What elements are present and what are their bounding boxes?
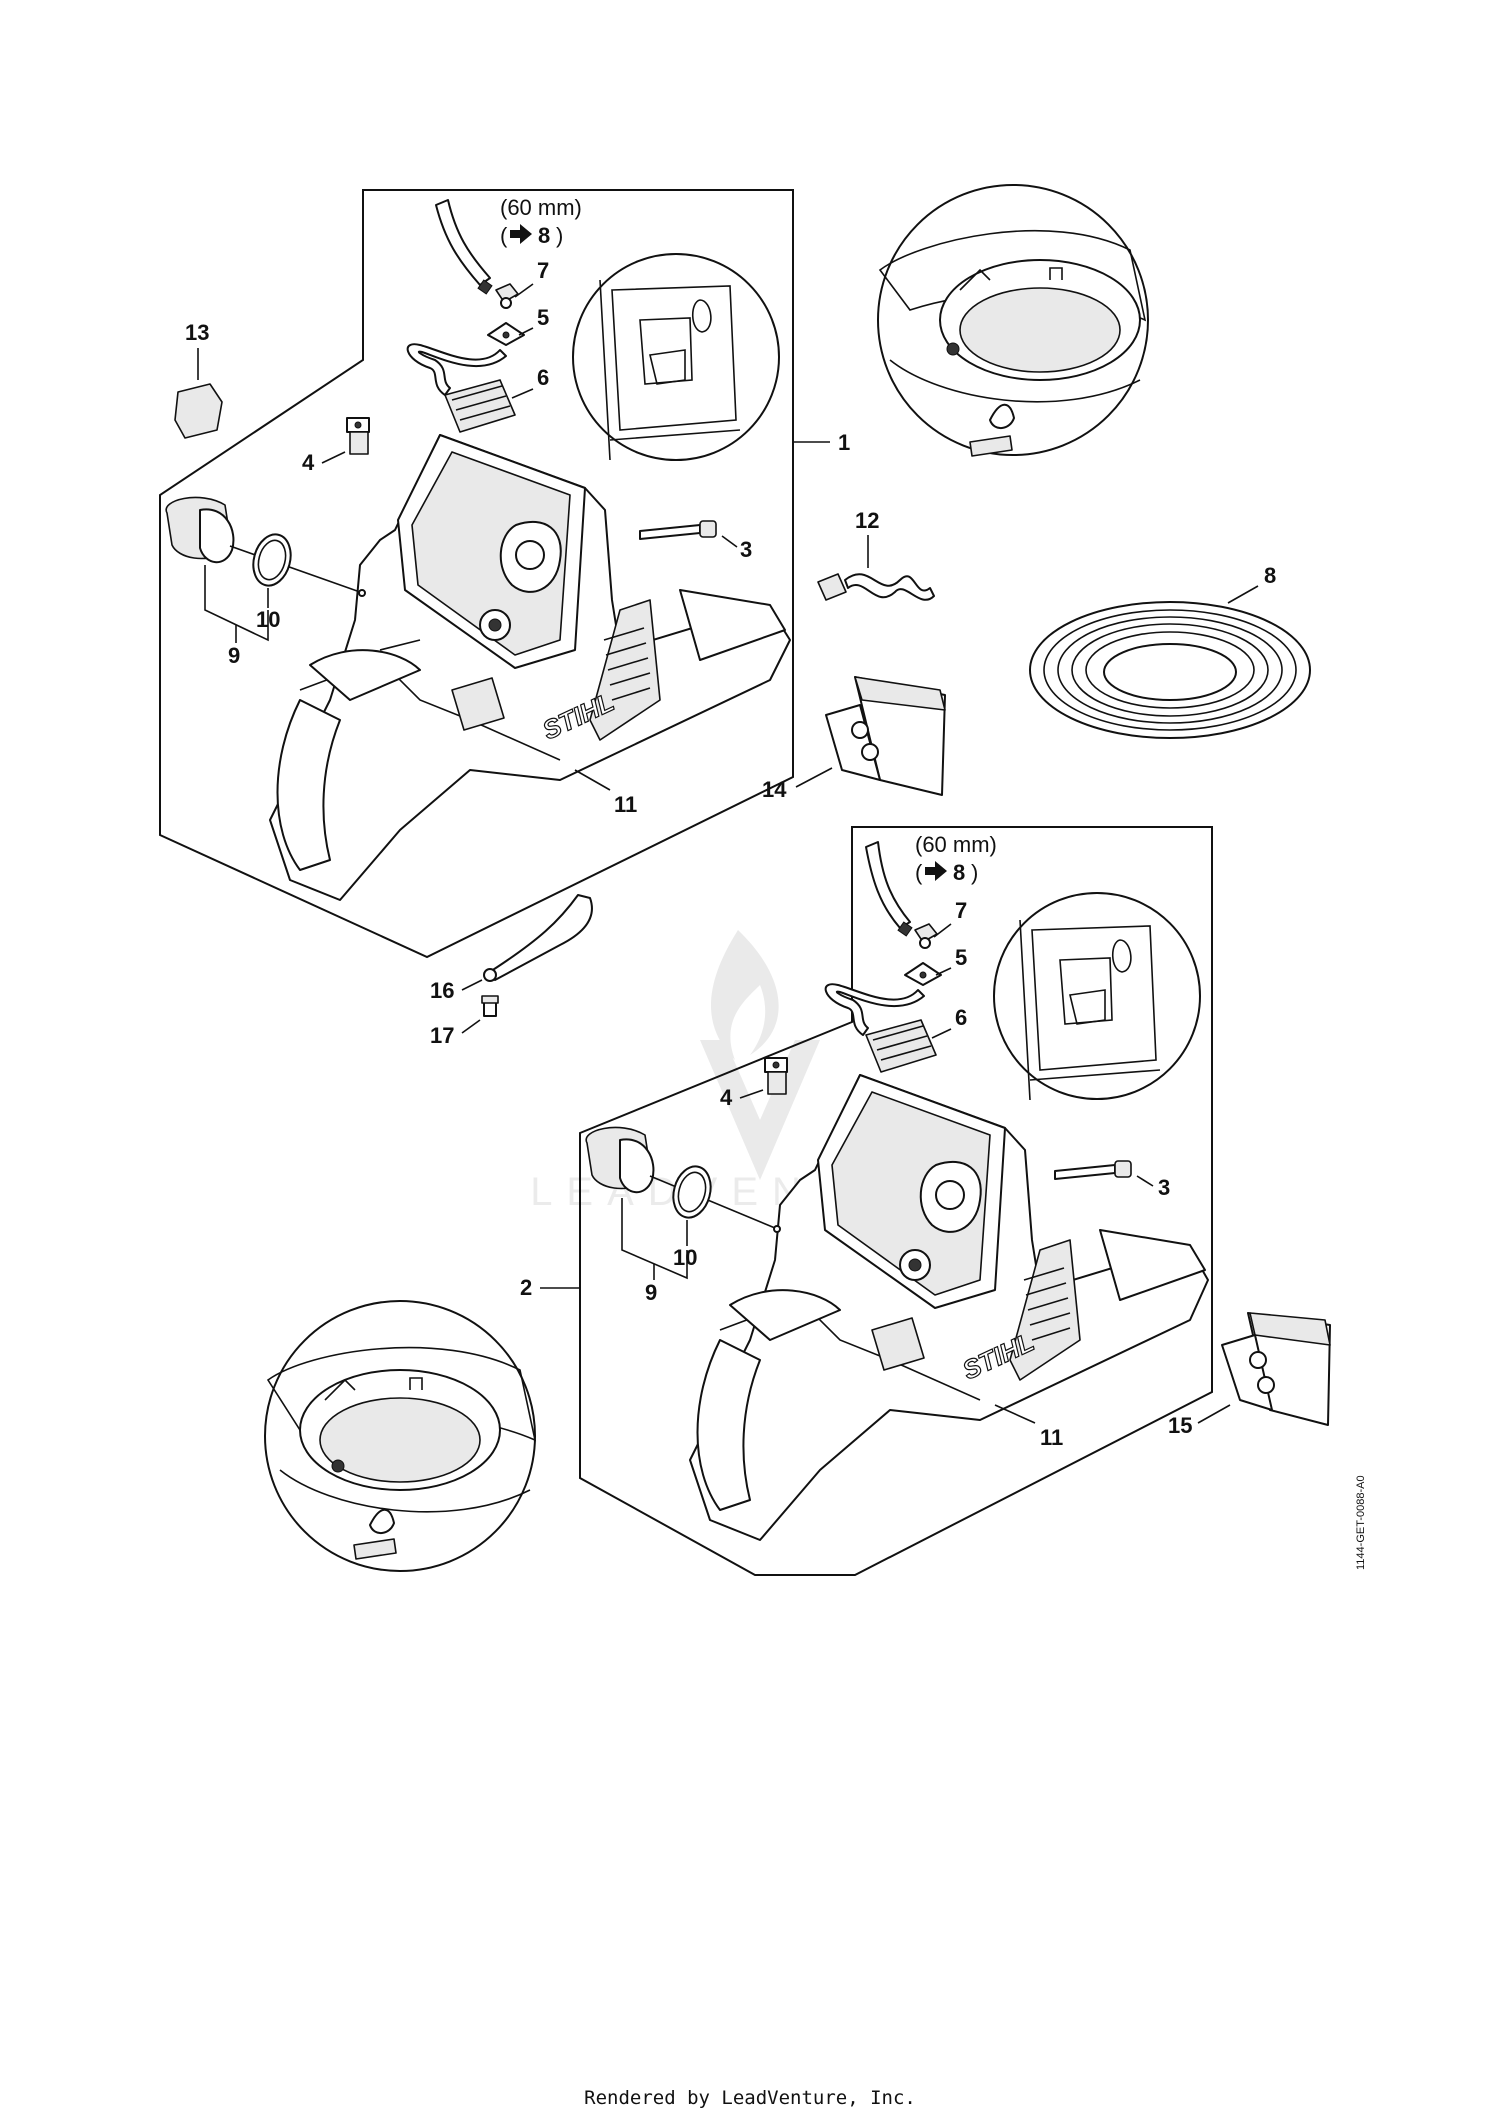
svg-text:8: 8 <box>953 860 965 885</box>
callout-7-b: 7 <box>955 898 967 923</box>
fuel-filter-2 <box>865 1019 937 1073</box>
part-13-cover <box>174 383 223 439</box>
callout-16: 16 <box>430 978 454 1003</box>
part-14-cover <box>825 676 946 796</box>
pickup-body-2 <box>904 962 942 986</box>
fuel-line <box>406 343 507 396</box>
part-12-hose <box>817 573 935 601</box>
tank-vent-valve <box>495 283 519 309</box>
callout-17: 17 <box>430 1023 454 1048</box>
callout-12: 12 <box>855 508 879 533</box>
svg-text:(: ( <box>915 860 923 885</box>
fuel-hose-2 <box>865 841 913 937</box>
footer-credit: Rendered by LeadVenture, Inc. <box>584 2087 916 2109</box>
arrow-right-icon <box>510 224 532 244</box>
pickup-body <box>487 322 525 346</box>
bottom-note-ref: ( 8 ) <box>915 860 978 885</box>
fuel-cap <box>165 496 366 597</box>
bottom-note-length: (60 mm) <box>915 832 997 857</box>
svg-text:): ) <box>971 860 978 885</box>
svg-text:): ) <box>556 223 563 248</box>
callout-9-b: 9 <box>645 1280 657 1305</box>
tank-vent-valve-2 <box>914 923 938 949</box>
assembly-2-frame <box>579 826 1213 1576</box>
callout-15: 15 <box>1168 1413 1192 1438</box>
callout-11: 11 <box>614 792 637 817</box>
bolt <box>639 520 717 540</box>
callout-6: 6 <box>537 365 549 390</box>
callout-3: 3 <box>740 537 752 562</box>
callout-3-b: 3 <box>1158 1175 1170 1200</box>
callout-7: 7 <box>537 258 549 283</box>
part-17-screw <box>481 995 499 1017</box>
callout-10-b: 10 <box>673 1245 697 1270</box>
tank-housing-2: STIHL <box>689 1074 1209 1541</box>
callout-8: 8 <box>1264 563 1276 588</box>
tank-housing: STIHL <box>269 434 791 901</box>
callout-4-b: 4 <box>720 1085 733 1110</box>
o-ring <box>252 533 292 587</box>
callout-9: 9 <box>228 643 240 668</box>
top-note-ref: ( 8 ) <box>500 223 563 248</box>
callout-6-b: 6 <box>955 1005 967 1030</box>
fuel-hose <box>435 199 493 295</box>
assembly-1-frame <box>159 189 794 959</box>
callout-2: 2 <box>520 1275 532 1300</box>
arrow-right-icon-2 <box>925 861 947 881</box>
detail-view-fuel-filler-2 <box>264 1300 537 1572</box>
fuel-filter <box>444 379 516 433</box>
fuel-line-2 <box>824 983 925 1036</box>
document-id: 1144-GET-0088-A0 <box>1355 1475 1367 1570</box>
callout-5-b: 5 <box>955 945 967 970</box>
svg-text:(: ( <box>500 223 508 248</box>
callout-14: 14 <box>762 777 787 802</box>
part-16-plate <box>483 894 593 982</box>
detail-view-tank-outlet-2 <box>993 892 1201 1101</box>
top-note-length: (60 mm) <box>500 195 582 220</box>
fuel-cap-2 <box>585 1126 781 1233</box>
callout-5: 5 <box>537 305 549 330</box>
callout-13: 13 <box>185 320 209 345</box>
part-8-hose-coil <box>1029 601 1311 739</box>
callout-11-b: 11 <box>1040 1425 1063 1450</box>
part-15-cover <box>1221 1312 1331 1426</box>
svg-text:8: 8 <box>538 223 550 248</box>
part-4-plug <box>346 417 370 455</box>
callout-1: 1 <box>838 430 850 455</box>
detail-view-tank-outlet <box>572 253 780 461</box>
detail-view-fuel-filler <box>877 184 1149 457</box>
callout-4: 4 <box>302 450 315 475</box>
o-ring-2 <box>672 1165 712 1219</box>
part-4-plug-2 <box>764 1057 788 1095</box>
bolt-2 <box>1054 1160 1132 1180</box>
